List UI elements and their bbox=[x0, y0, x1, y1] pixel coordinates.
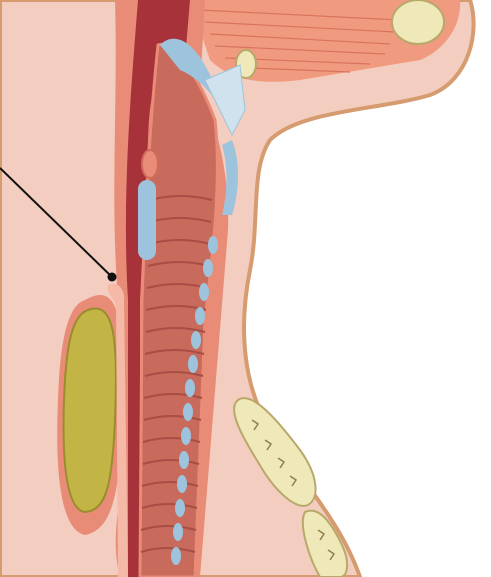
hyoid-small bbox=[142, 150, 158, 178]
yellow-mass bbox=[64, 308, 116, 512]
thyroid-cartilage bbox=[138, 180, 156, 260]
bone-ellipse-top bbox=[392, 0, 444, 44]
pointer-dot bbox=[108, 273, 117, 282]
